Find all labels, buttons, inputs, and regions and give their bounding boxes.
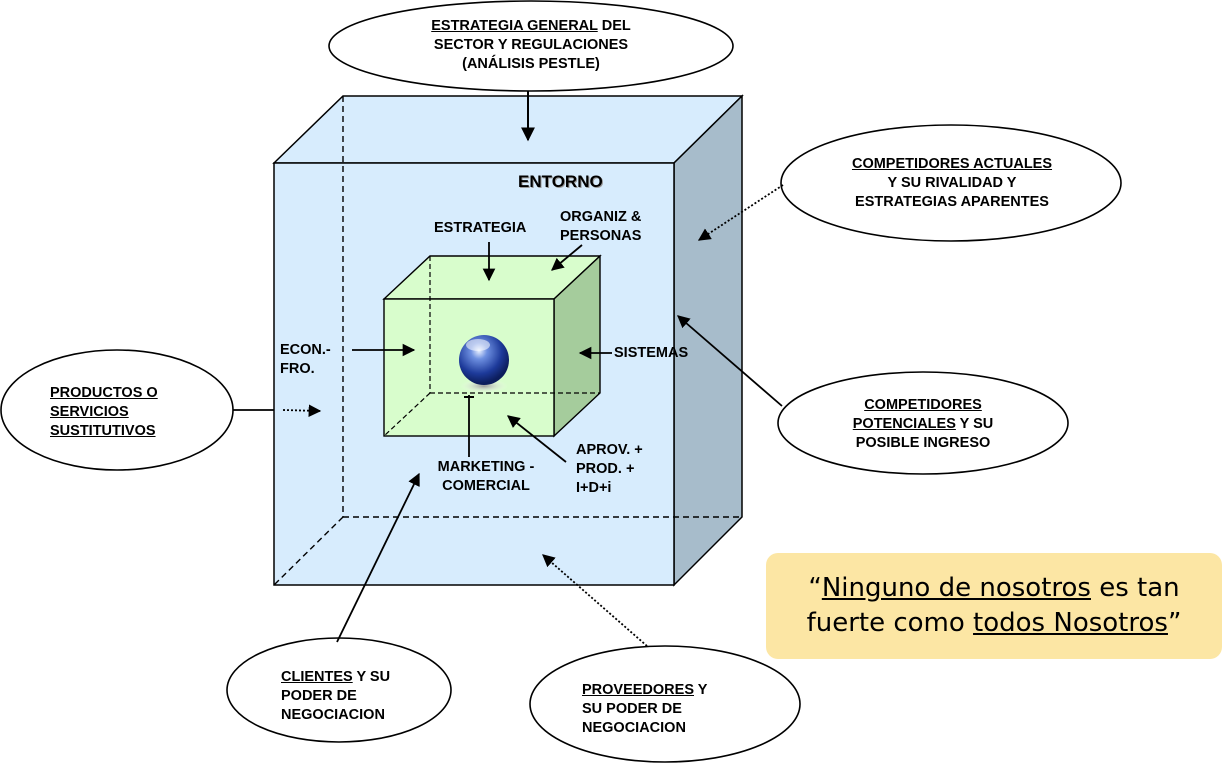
organiz-line1: ORGANIZ &: [560, 209, 642, 225]
quote-part2: es tan: [1090, 573, 1180, 603]
productos-line3: SUSTITUTIVOS: [50, 423, 156, 439]
econ-line1: ECON.-: [280, 342, 331, 358]
aprov-line3: I+D+i: [576, 480, 612, 496]
arrows: [233, 91, 784, 647]
arrow-clientes: [336, 472, 420, 643]
quote-close-mark: ”: [1167, 608, 1182, 638]
outer-cube-side: [673, 94, 743, 587]
quote-part4: todos Nosotros: [973, 608, 1168, 638]
competidores-potenciales-ellipse: [777, 371, 1069, 475]
pestle-line2: SECTOR Y REGULACIONES: [433, 37, 629, 53]
quote-open-mark: “: [808, 573, 822, 603]
competidores-actuales-line1: COMPETIDORES ACTUALES: [851, 156, 1053, 172]
aprov-label: APROV. + PROD. + I+D+i: [576, 441, 643, 498]
estrategia-label: ESTRATEGIA: [434, 220, 527, 236]
productos-label: PRODUCTOS O SERVICIOS SUSTITUTIVOS: [50, 384, 158, 441]
aprov-line1: APROV. +: [576, 442, 643, 458]
competidores-potenciales-label: COMPETIDORES POTENCIALES Y SU POSIBLE IN…: [808, 396, 1038, 453]
arrow-aprov: [507, 415, 567, 463]
aprov-line2: PROD. +: [576, 461, 635, 477]
arrow-organiz: [551, 244, 583, 271]
entorno-title: ENTORNO: [518, 172, 603, 191]
competidores-actuales-label: COMPETIDORES ACTUALES Y SU RIVALIDAD Y E…: [827, 155, 1077, 212]
competidores-potenciales-line1: COMPETIDORES: [864, 397, 982, 413]
proveedores-line2: SU PODER DE: [582, 701, 682, 717]
arrow-proveedores: [542, 554, 648, 647]
clientes-line1-rest: Y SU: [352, 669, 391, 685]
clientes-line1-underlined: CLIENTES: [281, 669, 353, 685]
arrow-competidores-potenciales: [677, 315, 783, 407]
competidores-potenciales-line2-rest: Y SU: [955, 416, 994, 432]
marketing-line2: COMERCIAL: [442, 478, 530, 494]
sistemas-label: SISTEMAS: [614, 345, 689, 361]
organiz-line2: PERSONAS: [560, 228, 642, 244]
productos-line2: SERVICIOS: [50, 404, 129, 420]
proveedores-label: PROVEEDORES Y SU PODER DE NEGOCIACION: [582, 681, 707, 738]
organiz-label: ORGANIZ & PERSONAS: [560, 208, 641, 246]
marketing-line1: MARKETING -: [437, 459, 535, 475]
quote-text: “Ninguno de nosotros es tan fuerte como …: [807, 571, 1182, 641]
outer-cube-top: [272, 95, 744, 164]
quote-part3: fuerte como: [806, 608, 974, 638]
proveedores-line1-rest: Y: [694, 682, 708, 698]
competidores-actuales-ellipse: [780, 124, 1122, 242]
outer-cube: [272, 94, 744, 587]
clientes-line3: NEGOCIACION: [281, 707, 385, 723]
quote-part1: Ninguno de nosotros: [821, 573, 1091, 603]
econ-label: ECON.- FRO.: [280, 341, 331, 379]
productos-line1: PRODUCTOS O: [50, 385, 158, 401]
pestle-ellipse: [328, 0, 734, 92]
competidores-potenciales-line3: POSIBLE INGRESO: [855, 435, 991, 451]
pestle-line1-rest: DEL: [597, 18, 631, 34]
pestle-line1-underlined: ESTRATEGIA GENERAL: [431, 18, 598, 34]
clientes-line2: PODER DE: [281, 688, 357, 704]
competidores-actuales-line2: Y SU RIVALIDAD Y: [887, 175, 1017, 191]
proveedores-ellipse: [529, 645, 801, 763]
marketing-label: MARKETING - COMERCIAL: [430, 458, 542, 496]
econ-line2: FRO.: [280, 361, 315, 377]
proveedores-line1-underlined: PROVEEDORES: [582, 682, 694, 698]
clientes-label: CLIENTES Y SU PODER DE NEGOCIACION: [281, 668, 390, 725]
sphere-icon: [459, 335, 509, 393]
pestle-line3: (ANÁLISIS PESTLE): [462, 56, 600, 72]
arrow-competidores-actuales: [697, 184, 784, 241]
competidores-potenciales-line2-underlined: POTENCIALES: [852, 416, 956, 432]
competidores-actuales-line3: ESTRATEGIAS APARENTES: [855, 194, 1049, 210]
quote-box: “Ninguno de nosotros es tan fuerte como …: [766, 553, 1222, 659]
pestle-label: ESTRATEGIA GENERAL DEL SECTOR Y REGULACI…: [381, 17, 681, 74]
proveedores-line3: NEGOCIACION: [582, 720, 686, 736]
